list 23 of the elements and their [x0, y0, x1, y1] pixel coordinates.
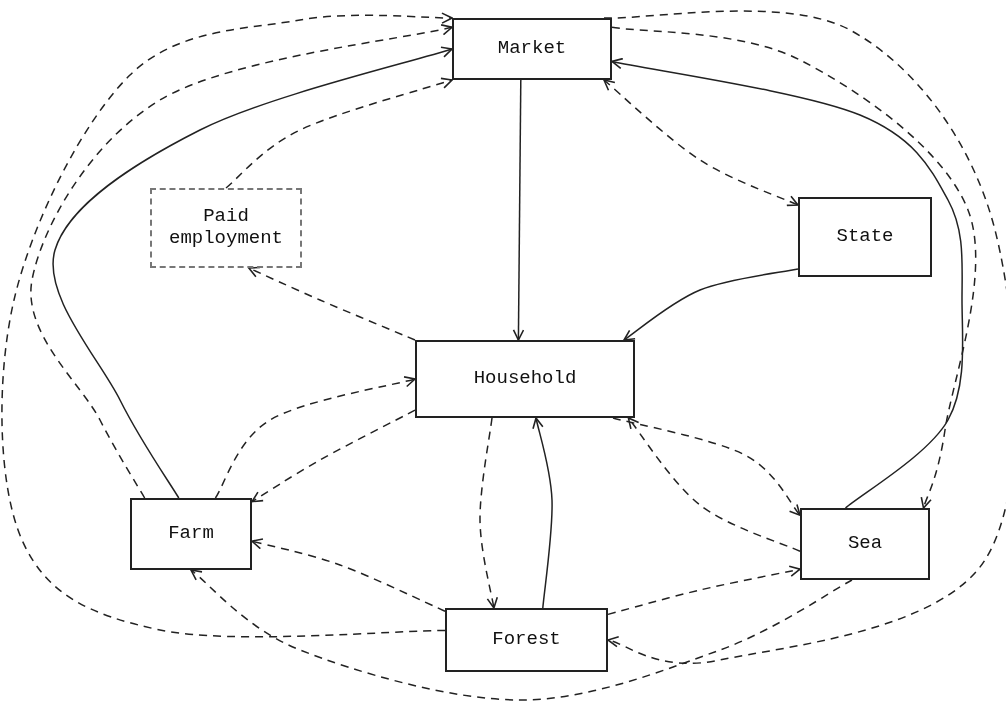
arrow	[251, 538, 446, 612]
arrow	[627, 417, 801, 552]
arrow	[1, 12, 453, 638]
arrow	[214, 375, 416, 499]
arrow	[603, 79, 799, 207]
arrow	[190, 569, 853, 701]
arrow	[603, 10, 1006, 665]
arrow	[612, 417, 801, 516]
arrow	[623, 268, 799, 341]
arrow	[248, 266, 416, 341]
dashed-box: Paid employment	[150, 188, 302, 268]
arrow	[512, 79, 525, 341]
process-box: Market	[452, 18, 612, 80]
process-box: Farm	[130, 498, 252, 570]
process-box: Sea	[800, 508, 930, 580]
arrow	[607, 565, 801, 616]
arrow	[225, 77, 453, 189]
process-box: State	[798, 197, 932, 277]
arrow	[479, 417, 498, 609]
process-box: Household	[415, 340, 635, 418]
arrow	[251, 409, 416, 503]
arrow	[532, 417, 553, 609]
process-box: Forest	[445, 608, 608, 672]
